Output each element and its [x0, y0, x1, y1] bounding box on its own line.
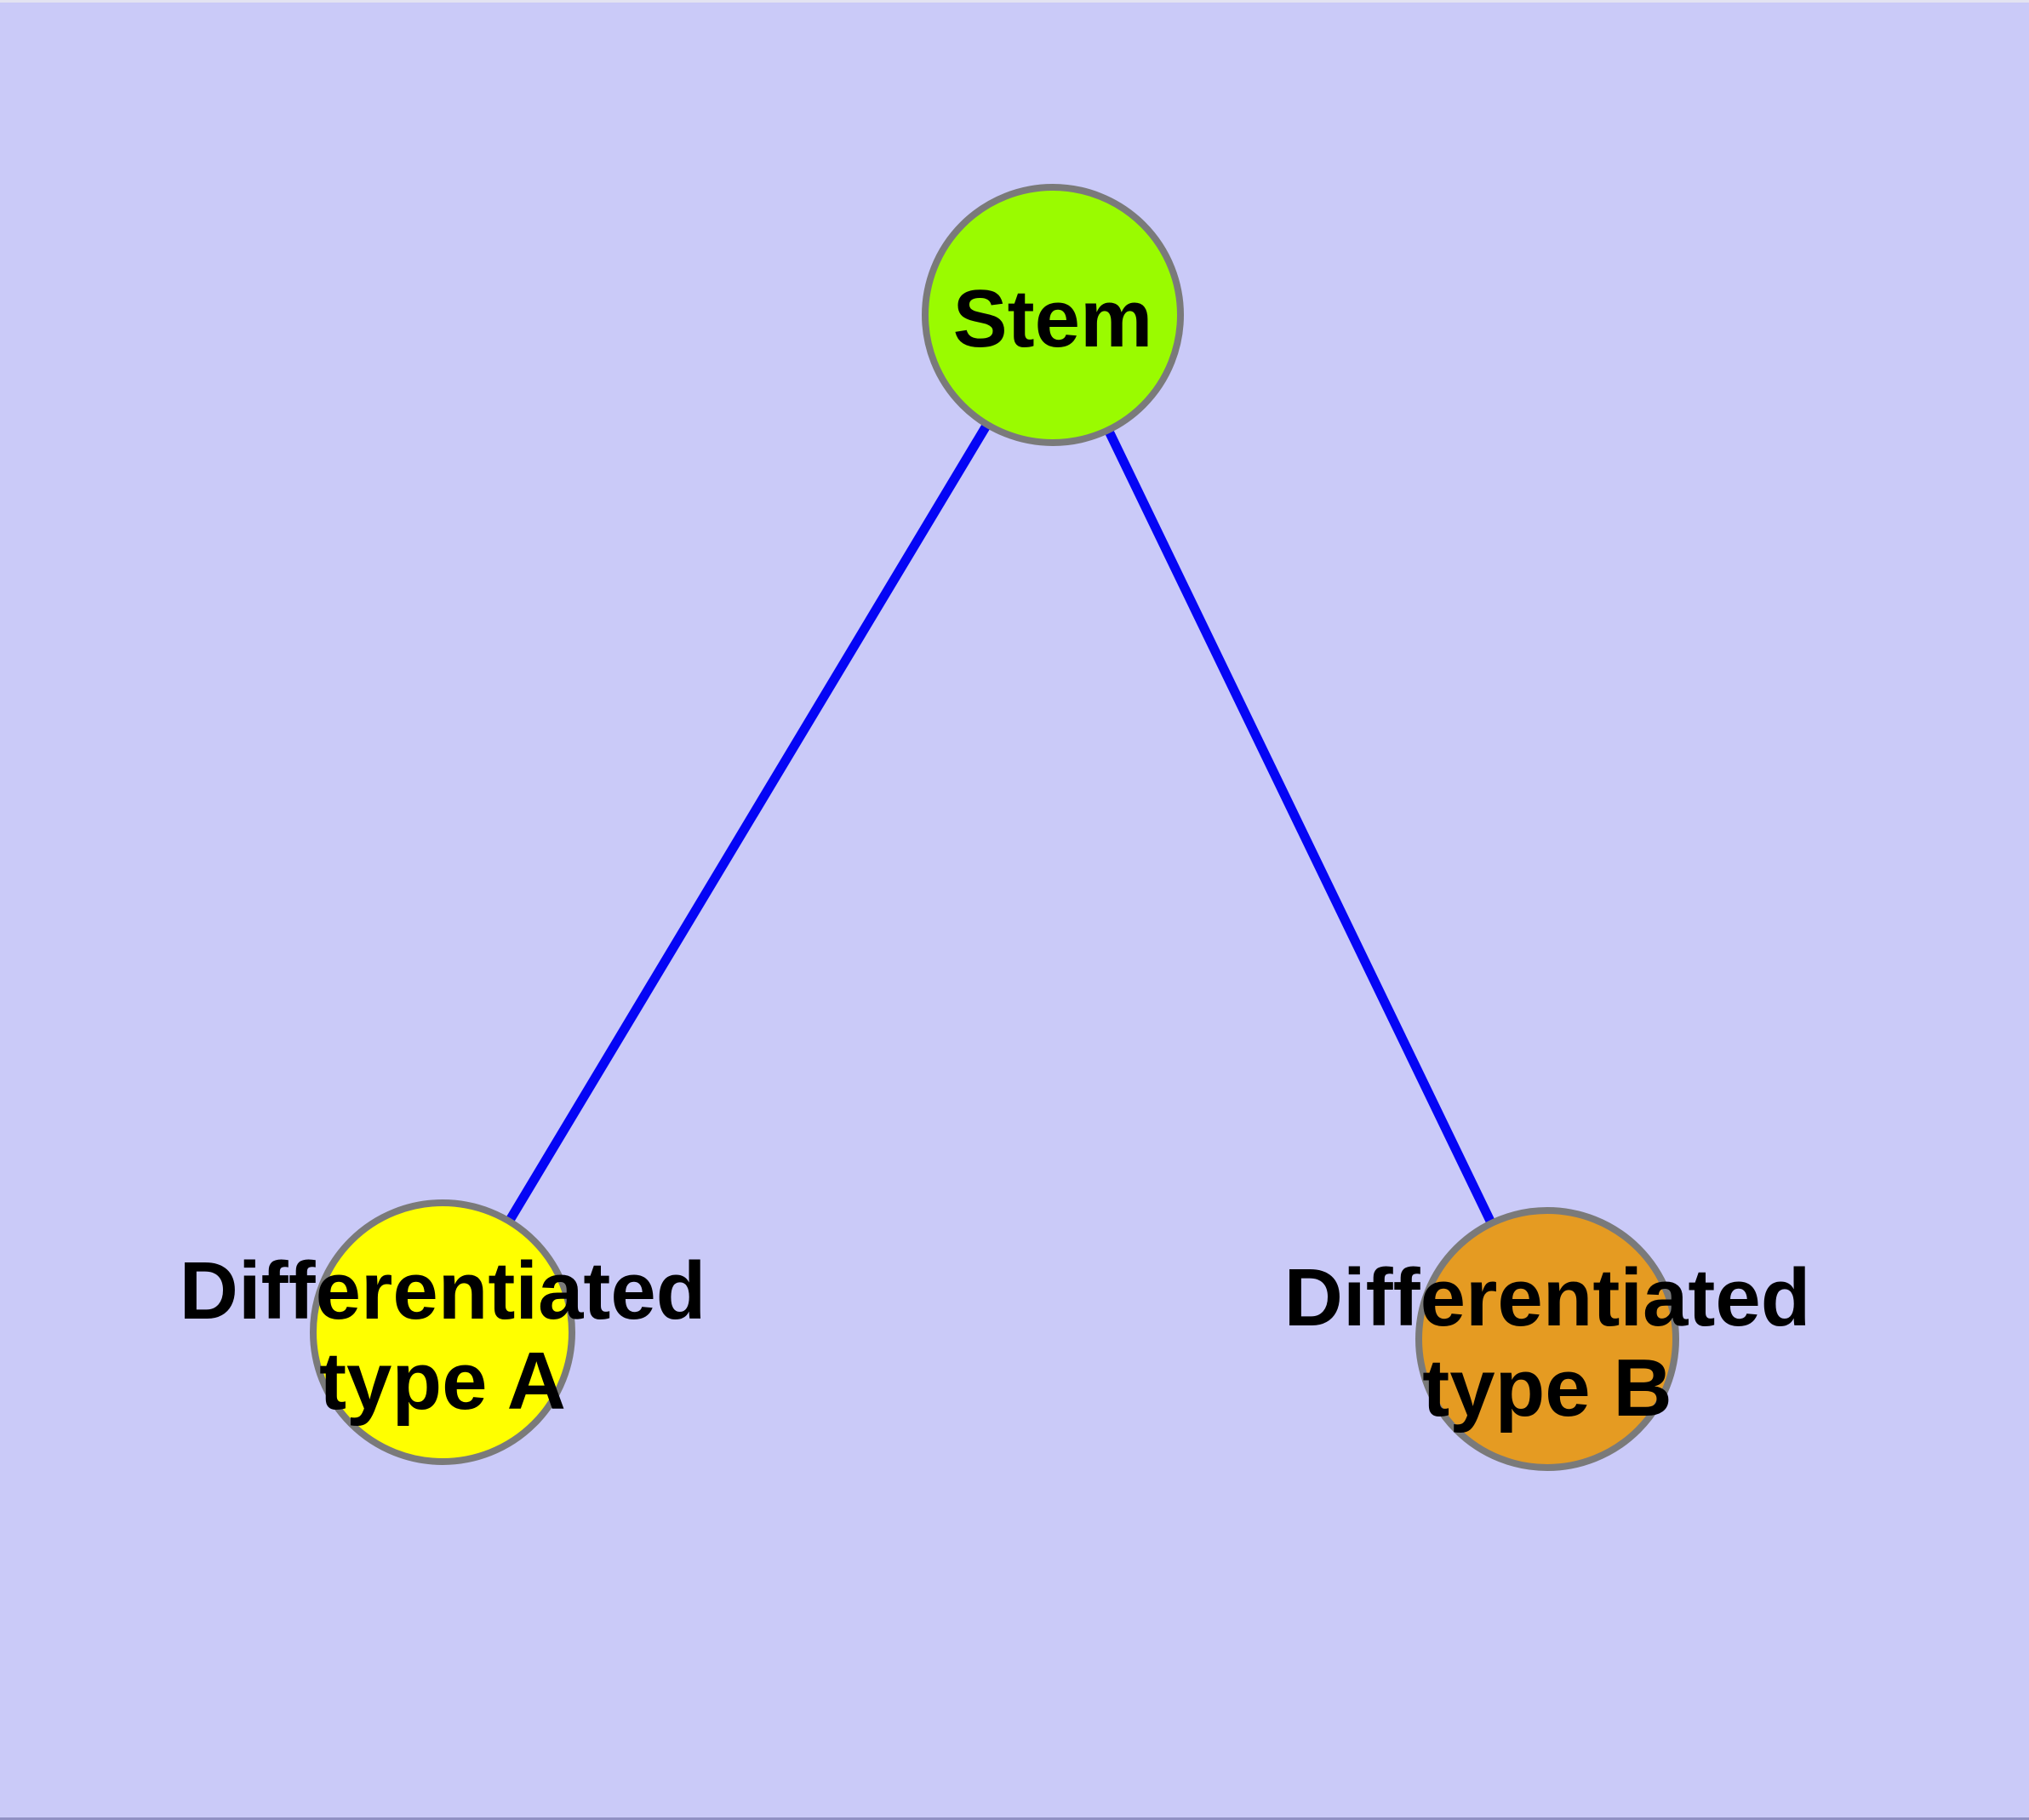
node-type-b-label-line-1: Differentiated	[1284, 1252, 1811, 1343]
top-edge-hairline	[0, 0, 2029, 3]
node-type-b-label-line-2: type B	[1422, 1342, 1672, 1434]
node-stem-circle	[922, 184, 1184, 446]
edge-stem-to-type-a	[438, 312, 1057, 1335]
bottom-edge-hairline	[0, 1817, 2029, 1820]
node-type-a-circle	[310, 1199, 575, 1465]
node-type-b-circle	[1415, 1207, 1679, 1471]
edge-stem-to-type-b	[1049, 312, 1552, 1342]
node-type-a-label-line-2: type A	[319, 1336, 566, 1427]
node-stem-label: Stem	[953, 273, 1153, 364]
node-type-a-label-line-1: Differentiated	[180, 1245, 706, 1336]
